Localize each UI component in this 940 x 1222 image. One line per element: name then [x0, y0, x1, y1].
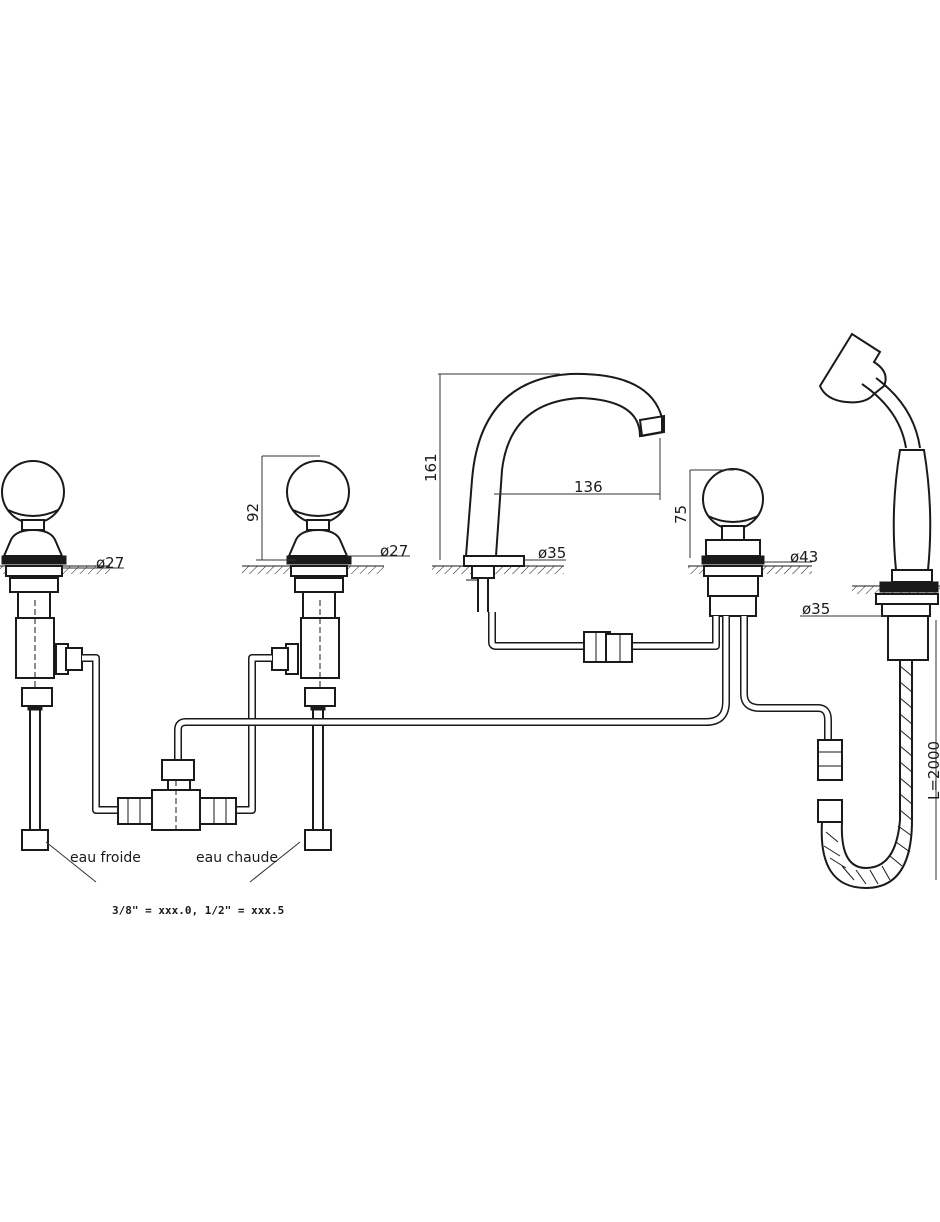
- cold-valve: [1, 460, 83, 851]
- hot-water-label: eau chaude: [196, 850, 278, 866]
- spout: [463, 372, 665, 612]
- diameter-27-left: ø27: [96, 554, 124, 572]
- diverter: [701, 468, 765, 617]
- cold-water-label: eau froide: [70, 850, 141, 866]
- diameter-27-middle: ø27: [380, 542, 408, 560]
- height-75: 75: [672, 505, 690, 524]
- diameter-35-shower: ø35: [802, 600, 830, 618]
- connection-size-note: 3/8" = xxx.0, 1/2" = xxx.5: [112, 904, 284, 917]
- height-92: 92: [244, 503, 262, 522]
- dimension-lines: [62, 373, 937, 880]
- piping: [82, 612, 832, 814]
- hose-length: L=2000: [925, 741, 940, 800]
- height-161: 161: [422, 453, 440, 482]
- flexible-hose: [820, 660, 913, 890]
- width-136: 136: [574, 478, 603, 496]
- hot-valve: [271, 460, 352, 851]
- spout-coupling: [583, 631, 633, 663]
- hose-couplings: [817, 739, 843, 823]
- hand-shower: [818, 332, 939, 661]
- diameter-35-spout: ø35: [538, 544, 566, 562]
- t-fitting: [117, 759, 237, 831]
- diameter-43: ø43: [790, 548, 818, 566]
